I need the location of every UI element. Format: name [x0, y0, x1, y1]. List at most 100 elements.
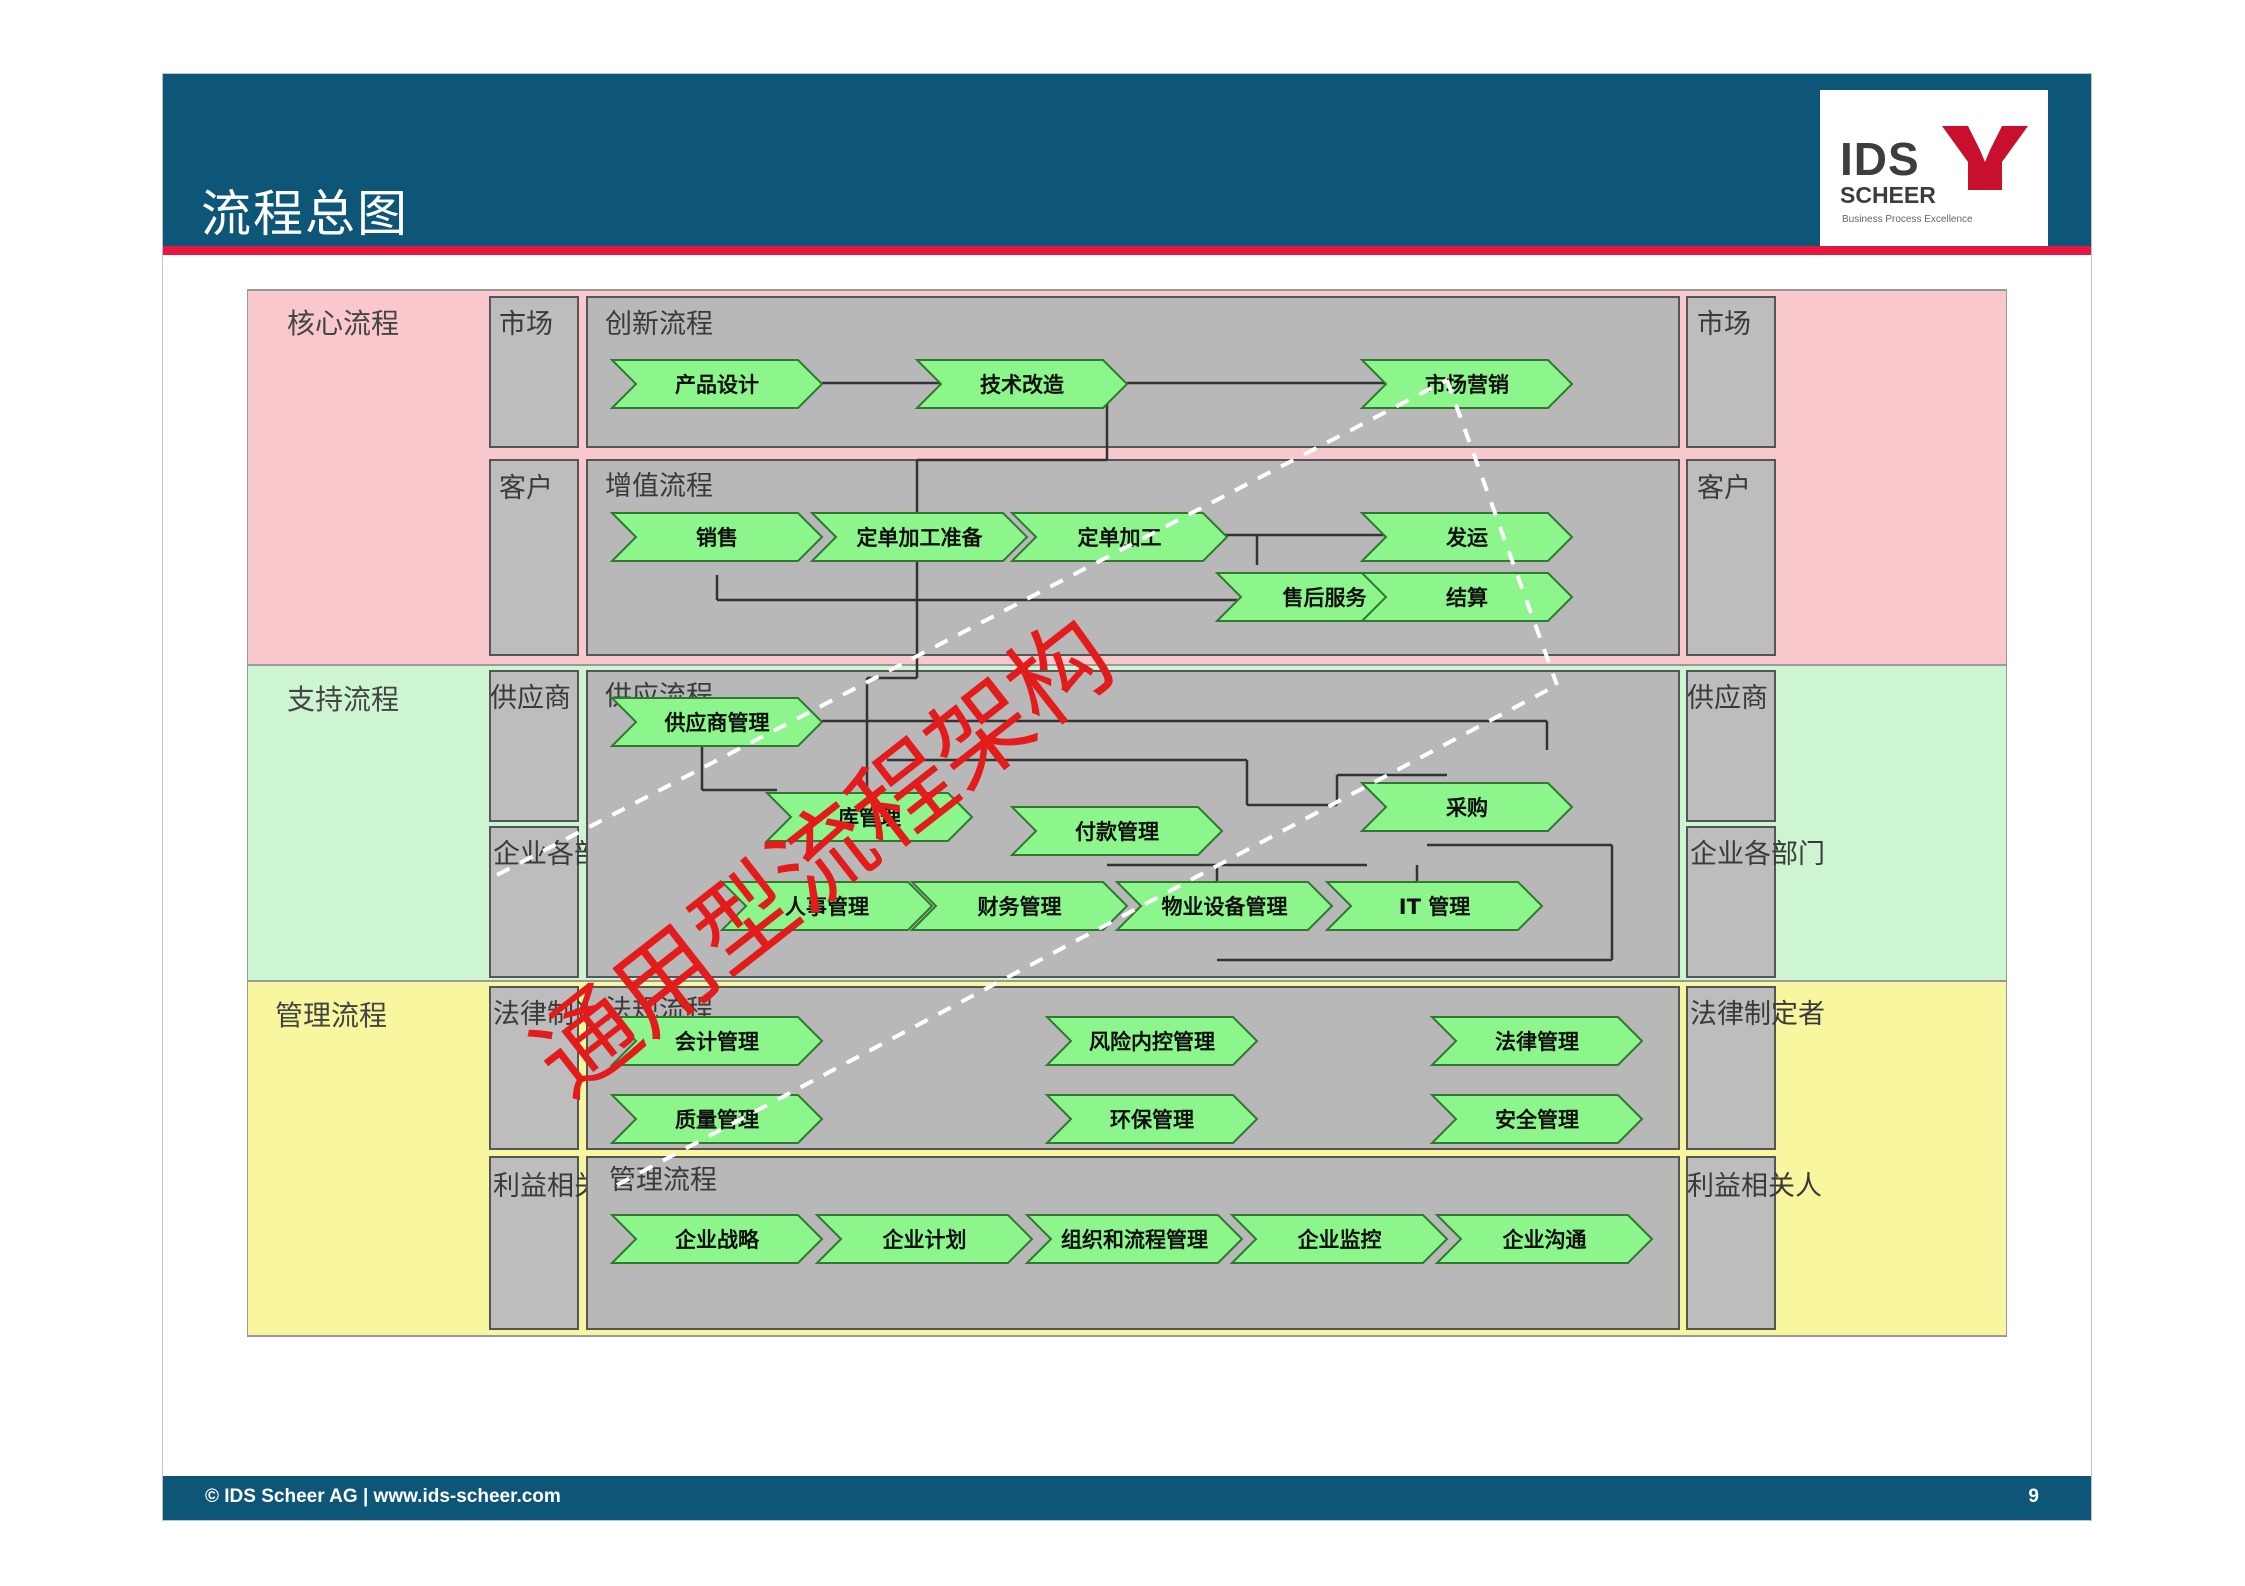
logo-text: IDS: [1840, 133, 1920, 185]
chevron-12: 库管理: [764, 792, 974, 842]
chevron-2: 技术改造: [914, 359, 1129, 409]
chevron-23: 安全管理: [1429, 1094, 1644, 1144]
left-label-market: 市场: [499, 309, 553, 340]
dashed-guides: [496, 378, 1559, 1187]
chevron-shape: [914, 359, 1129, 409]
chevron-label: 企业监控: [1297, 1228, 1382, 1252]
copyright-text: © IDS Scheer AG | www.ids-scheer.com: [205, 1486, 561, 1507]
logo-y-icon: [1942, 126, 2028, 190]
band-label-support: 支持流程: [287, 683, 399, 716]
chevron-label: 库管理: [838, 806, 901, 830]
chevron-shape: [1229, 1214, 1449, 1264]
chevron-26: 组织和流程管理: [1024, 1214, 1244, 1264]
connector-lines: [700, 381, 1614, 962]
left-label-supplier: 供应商: [490, 683, 571, 714]
chevron-label: 技术改造: [980, 373, 1065, 397]
page-title: 流程总图: [201, 185, 409, 243]
right-box-departments: [1686, 826, 1776, 978]
chevron-5: 定单加工准备: [809, 512, 1029, 562]
right-label-customer: 客户: [1697, 473, 1751, 504]
chevron-label: 企业沟通: [1502, 1228, 1587, 1252]
chevron-13: 付款管理: [1009, 806, 1224, 856]
right-label-supplier: 供应商: [1687, 683, 1768, 714]
left-label-customer: 客户: [499, 473, 553, 504]
section-title-innovation: 创新流程: [605, 309, 713, 340]
right-label-lawmaker: 法律制定者: [1690, 999, 1825, 1030]
chevron-27: 企业监控: [1229, 1214, 1449, 1264]
chevron-shape: [1044, 1094, 1259, 1144]
section-title-value-added: 增值流程: [605, 471, 713, 502]
chevron-label: 发运: [1445, 526, 1488, 550]
chevron-shape: [1024, 1214, 1244, 1264]
chevron-9: 结算: [1359, 572, 1574, 622]
chevron-shape: [1324, 881, 1544, 931]
page-number: 9: [2028, 1486, 2039, 1507]
chevron-shape: [609, 1094, 824, 1144]
chevron-shape: [764, 792, 974, 842]
chevron-10: 供应商管理: [609, 697, 824, 747]
ids-scheer-logo: IDS SCHEER Business Process Excellence: [1820, 90, 2048, 246]
chevron-shape: [909, 881, 1129, 931]
chevron-shape: [1009, 512, 1229, 562]
chevron-label: 企业战略: [674, 1228, 760, 1252]
header-bar: 流程总图 IDS SCHEER Business Process Excelle…: [163, 74, 2091, 246]
chevron-label: 销售: [696, 526, 738, 550]
chevron-shape: [1434, 1214, 1654, 1264]
chevron-label: 市场营销: [1425, 373, 1509, 397]
footer-bar: © IDS Scheer AG | www.ids-scheer.com 9: [163, 1476, 2091, 1520]
chevron-label: 法律管理: [1495, 1030, 1579, 1054]
chevron-label: 财务管理: [978, 895, 1062, 919]
chevron-shape: [1044, 1016, 1259, 1066]
chevron-shape: [809, 512, 1029, 562]
chevron-label: 会计管理: [675, 1030, 759, 1054]
accent-line: [163, 246, 2091, 255]
chevron-shape: [1429, 1094, 1644, 1144]
chevron-shape: [814, 1214, 1034, 1264]
chevron-shape: [609, 359, 824, 409]
chevron-18: 会计管理: [609, 1016, 824, 1066]
chevron-label: 定单加工: [1078, 526, 1162, 550]
chevron-16: 物业设备管理: [1114, 881, 1334, 931]
right-box-customer: [1686, 459, 1776, 656]
chevron-15: 财务管理: [909, 881, 1129, 931]
chevron-label: 企业计划: [882, 1228, 967, 1252]
left-box-customer: [489, 459, 579, 656]
left-box-departments: [489, 826, 579, 978]
right-box-lawmaker: [1686, 986, 1776, 1150]
left-box-stakeholder: [489, 1156, 579, 1330]
logo-subtext: SCHEER: [1840, 182, 1936, 208]
chevron-label: 风险内控管理: [1089, 1030, 1215, 1054]
chevron-shape: [1359, 782, 1574, 832]
chevron-shape: [1429, 1016, 1644, 1066]
chevron-20: 法律管理: [1429, 1016, 1644, 1066]
right-label-market: 市场: [1697, 309, 1751, 340]
chevron-17: IT 管理: [1324, 881, 1544, 931]
chevron-label: 人事管理: [785, 895, 869, 919]
chevron-3: 市场营销: [1359, 359, 1574, 409]
chevron-1: 产品设计: [609, 359, 824, 409]
chevron-label: IT 管理: [1399, 895, 1470, 919]
chevron-label: 付款管理: [1075, 820, 1159, 844]
band-label-management: 管理流程: [275, 999, 387, 1032]
chevron-shape: [609, 512, 824, 562]
chevron-shape: [1359, 359, 1574, 409]
chevron-shape: [719, 881, 934, 931]
chevron-shape: [1114, 881, 1334, 931]
chevron-label: 售后服务: [1283, 586, 1368, 610]
band-label-core: 核心流程: [287, 307, 399, 340]
left-box-market: [489, 296, 579, 448]
process-architecture-diagram: .band-label{font-family:"DejaVu Sans",sa…: [247, 289, 2007, 1337]
chevron-19: 风险内控管理: [1044, 1016, 1259, 1066]
chevron-label: 质量管理: [675, 1108, 759, 1132]
left-box-supplier: [489, 670, 579, 822]
chevron-7: 发运: [1359, 512, 1574, 562]
chevron-6: 定单加工: [1009, 512, 1229, 562]
right-box-market: [1686, 296, 1776, 448]
chevron-label: 结算: [1446, 586, 1488, 610]
chevron-4: 销售: [609, 512, 824, 562]
right-label-stakeholder: 利益相关人: [1687, 1171, 1822, 1202]
chevron-label: 采购: [1446, 796, 1488, 820]
chevron-14: 人事管理: [719, 881, 934, 931]
chevron-label: 组织和流程管理: [1061, 1228, 1208, 1252]
